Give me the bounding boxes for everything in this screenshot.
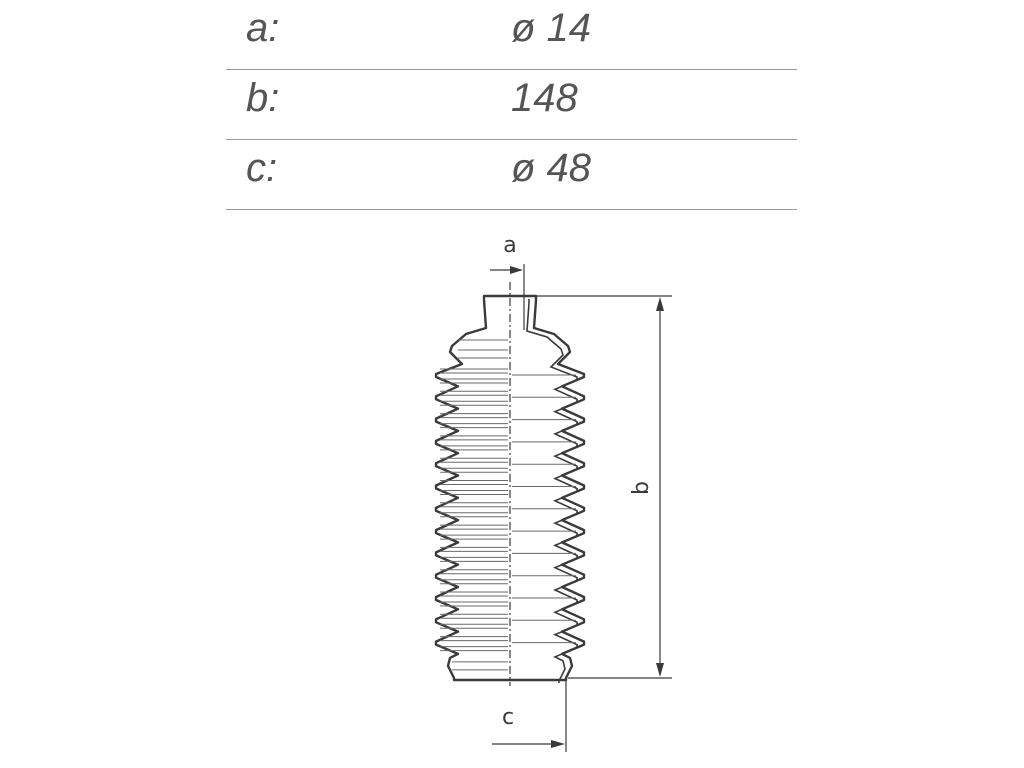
spec-value: ø 48 xyxy=(511,146,592,190)
bellows-left-outline xyxy=(434,294,510,682)
spec-value: ø 14 xyxy=(511,6,592,50)
bellows-left-half xyxy=(434,294,510,682)
arrow-down-icon xyxy=(656,663,664,677)
arrow-right-icon xyxy=(551,740,565,748)
spec-table: a: ø 14 b: 148 c: ø 48 xyxy=(226,0,797,210)
spec-label: a: xyxy=(246,6,280,50)
spec-row-b: b: 148 xyxy=(226,70,797,140)
spec-label: c: xyxy=(246,146,278,190)
spec-label: b: xyxy=(246,76,280,120)
dimension-label-c: c xyxy=(502,705,514,730)
bellows-inner-wall xyxy=(526,299,578,683)
dimension-label-b: b xyxy=(629,481,654,495)
spec-row-c: c: ø 48 xyxy=(226,140,797,210)
arrow-up-icon xyxy=(656,297,664,311)
spec-value: 148 xyxy=(511,76,578,120)
dimension-label-a: a xyxy=(503,233,516,258)
bellows-right-outline xyxy=(510,294,586,682)
bellows-right-half xyxy=(510,294,586,683)
spec-row-a: a: ø 14 xyxy=(226,0,797,70)
arrow-right-icon xyxy=(510,266,523,274)
